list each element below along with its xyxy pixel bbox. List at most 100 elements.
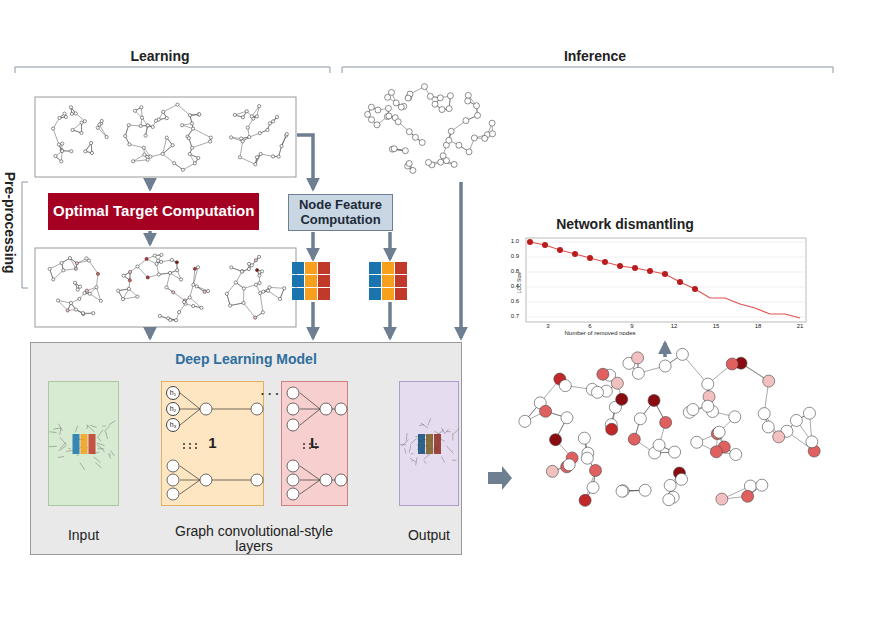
node-text: Deep Learning Model [31, 352, 461, 367]
graph-edge [183, 163, 195, 169]
graph-node [96, 126, 99, 129]
graph-node [259, 152, 262, 155]
axis-label: 1.0 [511, 238, 519, 245]
graph-node [85, 257, 88, 260]
graph-edge [123, 297, 137, 300]
graph-edge [260, 293, 263, 312]
graph-node [446, 106, 452, 112]
graph-edge [133, 160, 148, 161]
graph-node [188, 114, 191, 117]
graph-node [473, 103, 479, 109]
graph-node [578, 432, 590, 444]
graph-edge [129, 144, 143, 147]
graph-node [247, 267, 250, 270]
graph-panel [35, 97, 296, 177]
shape [102, 426, 106, 427]
graph-node [259, 292, 262, 295]
section-label: Inference [564, 49, 626, 64]
graph-node [634, 413, 646, 425]
shape [109, 453, 111, 455]
shape [416, 457, 417, 465]
model-box: 1h₁h₂h₃ [161, 381, 264, 506]
graph-node [95, 286, 98, 289]
graph-node [136, 295, 139, 298]
graph-node [73, 281, 76, 284]
graph-node [763, 375, 775, 387]
graph-node [187, 137, 190, 140]
dismantling-curve [526, 239, 806, 318]
graph-node [266, 289, 269, 292]
graph-node [158, 314, 161, 317]
graph-node [242, 287, 245, 290]
graph-node [489, 120, 495, 126]
graph-node [272, 120, 275, 123]
shape [402, 440, 409, 446]
graph-node [197, 113, 200, 116]
gridline [526, 257, 806, 258]
gridline [526, 242, 806, 243]
graph-node [278, 297, 281, 300]
graph-node [386, 113, 392, 119]
graph-node [742, 490, 754, 502]
dot [195, 447, 197, 449]
shape [454, 428, 460, 434]
graph-node [762, 421, 774, 433]
node-text: Node Feature Computation [289, 198, 392, 227]
graph-panel [35, 248, 296, 327]
curve-point [587, 255, 593, 261]
graph-node [471, 135, 477, 141]
gridline [526, 317, 806, 318]
graph-node [519, 415, 531, 427]
graph-node [160, 253, 163, 256]
feature-column [418, 434, 425, 454]
shape [300, 466, 320, 480]
neuron [167, 474, 179, 486]
graph-node [238, 156, 241, 159]
graph-node [230, 266, 233, 269]
graph-node [136, 265, 139, 268]
graph-node [277, 155, 280, 158]
graph-node [632, 367, 644, 379]
graph-node [68, 256, 71, 259]
graph-node [156, 259, 159, 262]
matrix-cell [292, 262, 304, 274]
shape [180, 480, 200, 481]
graph-edge [173, 292, 185, 300]
graph-node [268, 122, 271, 125]
dot [183, 447, 185, 449]
shape [87, 425, 95, 432]
graph-node [78, 285, 81, 288]
feature-column [81, 434, 88, 454]
graph-node [90, 151, 93, 154]
graph-node [257, 255, 260, 258]
shape [428, 418, 431, 425]
graph-node [240, 270, 243, 273]
graph-node [447, 93, 453, 99]
graph-node [639, 484, 651, 496]
network-graph [48, 84, 820, 507]
graph-node [203, 290, 206, 293]
graph-node [262, 290, 265, 293]
shape [109, 421, 116, 425]
graph-edge [99, 125, 106, 137]
graph-edge [170, 273, 181, 280]
neuron-circle: h₃ [166, 418, 180, 432]
matrix-cell [369, 275, 381, 287]
graph-node [153, 254, 156, 257]
graph-node [592, 386, 604, 398]
gridline [526, 287, 806, 288]
shape [452, 433, 453, 440]
model-box: Output [399, 381, 459, 506]
graph-node [250, 115, 253, 118]
neuron [251, 403, 263, 415]
curve-point [542, 242, 548, 248]
model-box: L [281, 381, 348, 506]
matrix-cell [369, 262, 381, 274]
graph-node [160, 260, 163, 263]
matrix-cell [305, 288, 317, 300]
graph-node [659, 360, 671, 372]
dot [303, 447, 305, 449]
curve-point [617, 263, 623, 269]
graph-node [90, 141, 93, 144]
graph-node [183, 301, 186, 304]
